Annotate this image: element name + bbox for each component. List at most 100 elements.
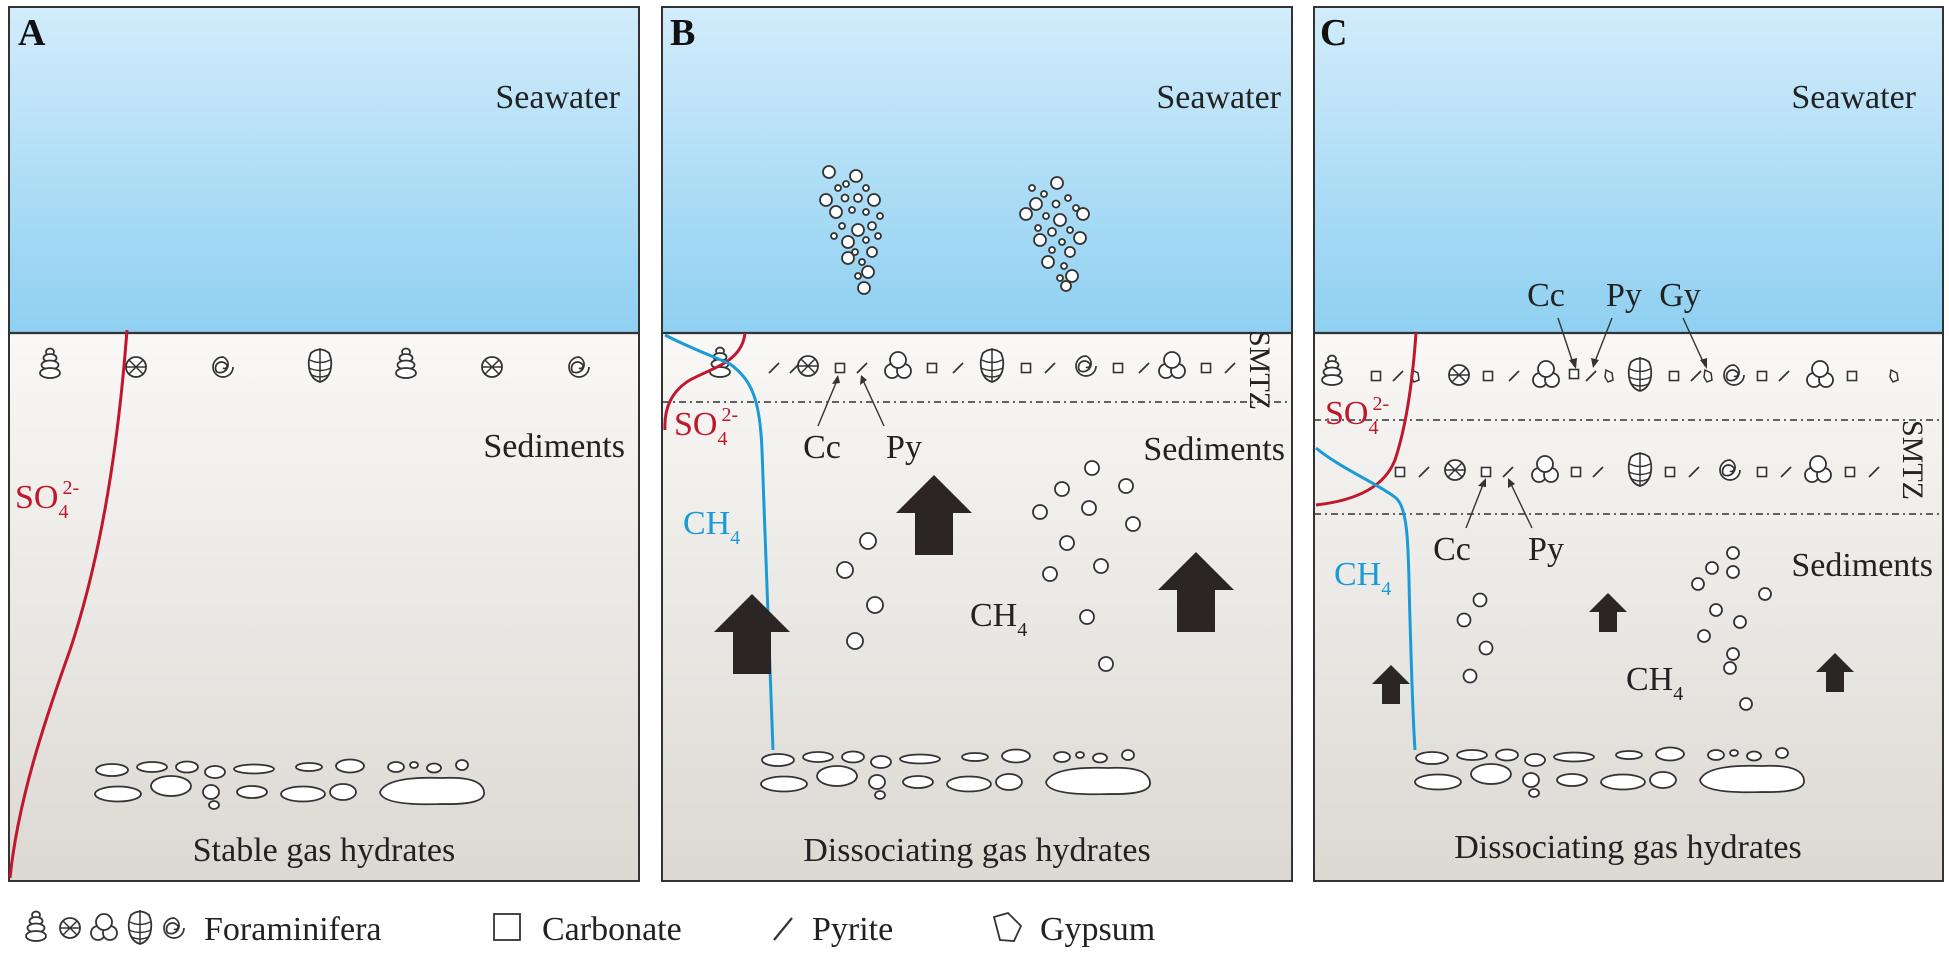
foraminifera-icon (979, 347, 1005, 383)
carbonate-icon (1394, 466, 1406, 478)
sulfate-profile-curve (663, 332, 747, 431)
hydrates-label: Dissociating gas hydrates (803, 832, 1151, 869)
sediments-label: Sediments (483, 428, 625, 465)
legend-pyrite-label: Pyrite (812, 911, 893, 948)
carbonate-pointer-head (1478, 478, 1486, 487)
carbonate-pointer (817, 377, 839, 427)
foraminifera-icon (163, 917, 185, 939)
seawater-layer (662, 7, 1292, 333)
carbonate-icon (1570, 466, 1582, 478)
seawater-layer (9, 7, 639, 333)
sulfate-label: SO42- (674, 404, 738, 450)
foraminifera-icon (125, 356, 147, 378)
pyrite-icon (773, 917, 793, 941)
carbonate-pointer (1557, 317, 1575, 367)
panel-letter: A (18, 12, 46, 54)
gypsum-icon (992, 911, 1023, 942)
panel-letter: B (670, 12, 695, 54)
foraminifera-icon (127, 909, 153, 945)
foraminifera-icon (25, 910, 47, 942)
seawater-label: Seawater (1791, 79, 1916, 116)
smtz-label: SMTZ (1896, 420, 1929, 500)
panel-b: B Seawater Sediments SMTZ (661, 6, 1293, 882)
foraminifera-icon (90, 913, 118, 941)
bubble-plume (819, 165, 884, 295)
carbonate-icon (1112, 362, 1124, 374)
sulfate-label: SO42- (15, 477, 79, 523)
carbonate-icon (1844, 466, 1856, 478)
pyrite-pointer (861, 377, 885, 427)
legend-gypsum-label: Gypsum (1040, 911, 1155, 948)
carbonate-icon (493, 913, 521, 941)
pyrite-pointer (1509, 481, 1533, 529)
carbonate-icon (834, 362, 846, 374)
sediments-label: Sediments (1143, 431, 1285, 468)
legend-foraminifera-label: Foraminifera (204, 911, 382, 948)
carbonate-icon (1482, 370, 1494, 382)
panel-frame (1313, 6, 1944, 882)
seawater-layer (1314, 7, 1943, 333)
foraminifera-icon (1627, 356, 1653, 392)
sulfate-profile-curve (8, 329, 129, 879)
methane-gas-label: CH4 (1626, 661, 1683, 705)
carbonate-icon (1668, 370, 1680, 382)
seawater-label: Seawater (495, 79, 620, 116)
foraminifera-icon (797, 355, 819, 377)
sulfate-label: SO42- (1325, 393, 1389, 439)
carbonate-label: Cc (1527, 277, 1565, 314)
carbonate-icon (1200, 362, 1212, 374)
carbonate-icon (926, 362, 938, 374)
carbonate-icon (1370, 370, 1382, 382)
pyrite-pointer-head (1591, 358, 1599, 368)
methane-profile-curve (1315, 446, 1417, 751)
carbonate-pointer-head (832, 375, 840, 384)
foraminifera-icon (59, 917, 81, 939)
seawater-label: Seawater (1156, 79, 1281, 116)
foraminifera-icon (1444, 459, 1466, 481)
methane-label: CH4 (683, 505, 740, 549)
pyrite-label: Py (1606, 277, 1642, 314)
carbonate-icon (1756, 370, 1768, 382)
carbonate-icon (1756, 466, 1768, 478)
panel-c: C Seawater Sediments SMTZ (1313, 6, 1944, 882)
carbonate-label: Cc (803, 429, 841, 466)
hydrates-label: Dissociating gas hydrates (1454, 829, 1802, 866)
legend-carbonate-label: Carbonate (542, 911, 682, 948)
bubble-plume (1019, 176, 1090, 292)
foraminifera-icon (1627, 451, 1653, 487)
carbonate-icon (1846, 370, 1858, 382)
carbonate-label: Cc (1433, 531, 1471, 568)
foraminifera-icon (1448, 364, 1470, 386)
gypsum-pointer-head (1700, 358, 1707, 369)
carbonate-pointer (1465, 481, 1485, 529)
gypsum-label: Gy (1659, 277, 1701, 314)
methane-label: CH4 (1334, 556, 1391, 600)
pyrite-pointer (1593, 317, 1613, 365)
panel-frame (661, 6, 1293, 882)
panel-frame (8, 6, 640, 882)
pyrite-label: Py (1528, 531, 1564, 568)
pyrite-pointer-head (860, 375, 867, 385)
methane-bubbles (1456, 546, 1772, 711)
panel-a: A Seawater Sediments SO42- Stable gas hy… (8, 6, 640, 882)
pyrite-pointer-head (1508, 478, 1515, 488)
foraminifera-icon (307, 347, 333, 383)
carbonate-pointer-head (1569, 358, 1577, 369)
carbonate-icon (1568, 368, 1580, 380)
sulfate-profile-curve (1315, 332, 1418, 507)
methane-gas-label: CH4 (970, 597, 1027, 641)
panel-letter: C (1320, 12, 1347, 54)
gypsum-pointer (1682, 317, 1706, 367)
foraminifera-icon (481, 356, 503, 378)
hydrates-label: Stable gas hydrates (193, 832, 456, 869)
carbonate-icon (1664, 466, 1676, 478)
carbonate-icon (1020, 362, 1032, 374)
smtz-label: SMTZ (1243, 330, 1276, 410)
pyrite-label: Py (886, 429, 922, 466)
sediments-label: Sediments (1791, 547, 1933, 584)
legend: Foraminifera Carbonate Pyrite Gypsum (25, 909, 1155, 948)
methane-bubbles (836, 460, 1141, 672)
carbonate-icon (1480, 466, 1492, 478)
